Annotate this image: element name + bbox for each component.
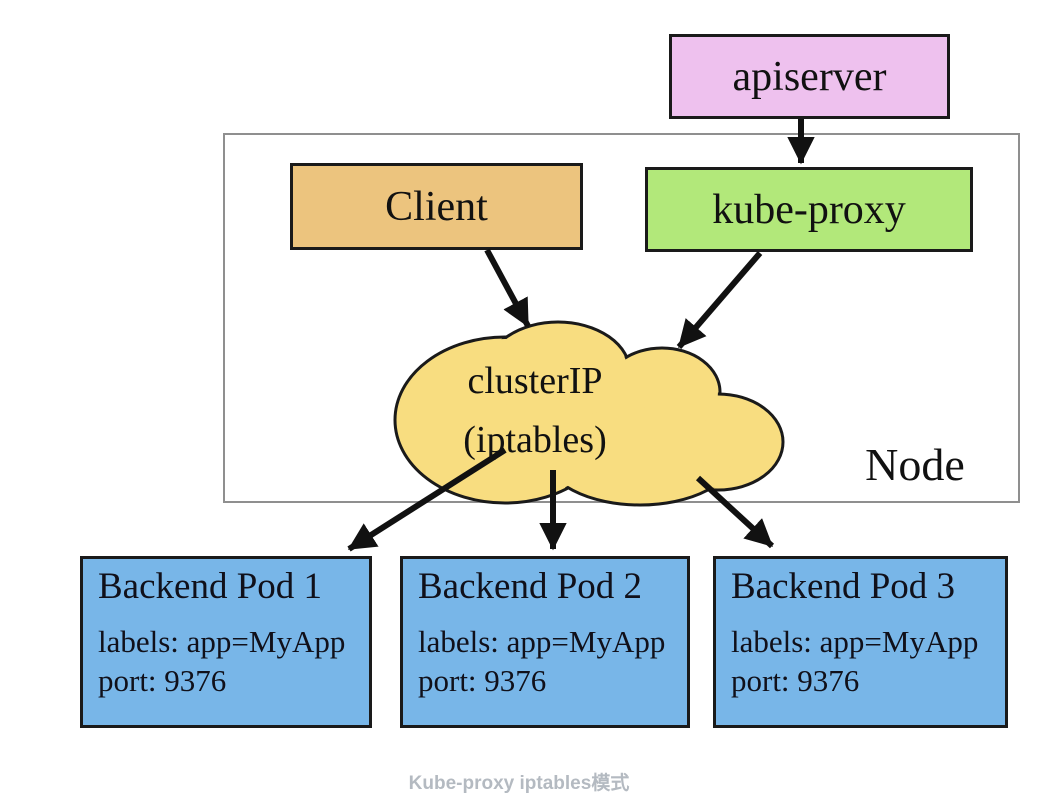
backend-pod-2-port: port: 9376 — [418, 663, 547, 699]
backend-pod-3-port: port: 9376 — [731, 663, 860, 699]
backend-pod-1-port: port: 9376 — [98, 663, 227, 699]
clusterip-line1: clusterIP — [467, 360, 603, 402]
arrow-kubeproxy-to-clusterip-icon — [676, 251, 763, 349]
apiserver-box: apiserver — [669, 34, 950, 119]
backend-pod-2-title: Backend Pod 2 — [418, 566, 643, 607]
arrow-client-to-clusterip-icon — [484, 248, 531, 328]
clusterip-text: clusterIP (iptables) — [395, 352, 675, 470]
backend-pod-2-box: Backend Pod 2 labels: app=MyApp port: 93… — [400, 556, 690, 728]
kube-proxy-box: kube-proxy — [645, 167, 973, 252]
backend-pod-3-title: Backend Pod 3 — [731, 566, 956, 607]
client-box: Client — [290, 163, 583, 250]
node-label: Node — [865, 439, 965, 490]
kube-proxy-label: kube-proxy — [712, 186, 906, 233]
backend-pod-3-labels: labels: app=MyApp — [731, 624, 979, 660]
diagram-caption: Kube-proxy iptables模式 — [408, 773, 630, 794]
apiserver-label: apiserver — [732, 53, 887, 100]
client-label: Client — [385, 183, 488, 230]
backend-pod-2-labels: labels: app=MyApp — [418, 624, 666, 660]
arrow-clusterip-to-pod3-icon — [695, 475, 775, 549]
clusterip-cloud — [393, 320, 785, 507]
arrow-clusterip-to-pod1-icon — [347, 447, 507, 552]
backend-pod-1-labels: labels: app=MyApp — [98, 624, 346, 660]
backend-pod-3-box: Backend Pod 3 labels: app=MyApp port: 93… — [713, 556, 1008, 728]
backend-pod-1-box: Backend Pod 1 labels: app=MyApp port: 93… — [80, 556, 372, 728]
backend-pod-1-title: Backend Pod 1 — [98, 566, 323, 607]
clusterip-line2: (iptables) — [463, 418, 607, 461]
